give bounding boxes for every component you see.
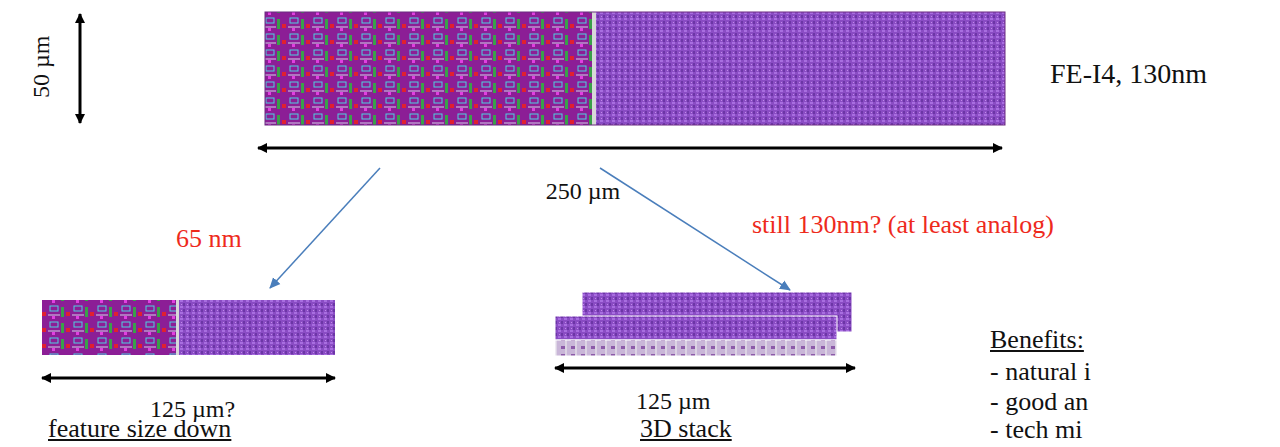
- benefits-heading: Benefits:: [990, 325, 1084, 355]
- dimension-label: 125 µm: [636, 388, 711, 416]
- chip-full: [265, 12, 1005, 125]
- chip-stack: [555, 292, 852, 356]
- technology-note: still 130nm? (at least analog): [752, 210, 1054, 240]
- benefit-item: - good an: [990, 387, 1088, 417]
- benefit-item: - natural i: [990, 357, 1091, 387]
- dimension-label: 250 µm: [546, 178, 621, 206]
- option-heading: feature size down: [48, 414, 231, 444]
- chip-name: FE-I4, 130nm: [1050, 58, 1207, 90]
- dimension-label: 50 µm: [28, 36, 56, 99]
- branch-arrow: [270, 168, 380, 288]
- dimension-arrow: [555, 367, 855, 370]
- dimension-arrow: [79, 14, 82, 123]
- dimension-arrow: [258, 147, 1002, 150]
- benefit-item: - tech mi: [990, 415, 1082, 445]
- option-heading: 3D stack: [640, 414, 732, 444]
- chip-small: [42, 300, 335, 355]
- technology-note: 65 nm: [176, 224, 242, 254]
- dimension-arrow: [42, 377, 335, 380]
